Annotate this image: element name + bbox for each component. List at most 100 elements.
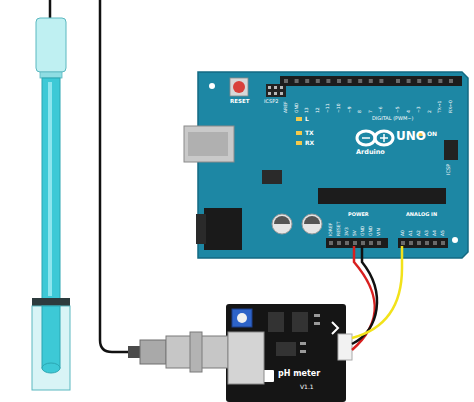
pin	[407, 79, 411, 83]
led	[296, 141, 302, 145]
section-label: ANALOG IN	[406, 212, 437, 217]
pin-label: 3V3	[345, 227, 350, 236]
led	[296, 117, 302, 121]
probe-tube	[42, 78, 60, 300]
analog-header	[398, 238, 448, 248]
pin	[417, 241, 421, 245]
pin-label: GND	[295, 103, 300, 113]
pin	[305, 79, 309, 83]
pin	[428, 79, 432, 83]
pin-label: 12	[316, 107, 321, 113]
pin-label: ~10	[337, 104, 342, 114]
pin	[438, 79, 442, 83]
pin-label: 4	[407, 110, 412, 113]
bnc-base	[228, 332, 264, 384]
led-label: RX	[305, 140, 314, 146]
brand-name: Arduino	[356, 149, 385, 156]
led-label: ON	[427, 131, 437, 137]
digital-header	[280, 76, 462, 86]
pin	[345, 241, 349, 245]
board-name: pH meter	[278, 370, 320, 378]
part-label: RESET	[230, 99, 249, 105]
bnc-nut	[190, 332, 202, 372]
logo-signs	[362, 134, 388, 142]
pin-label: A0	[401, 230, 406, 236]
part-label: ICSP2	[264, 99, 278, 104]
wire-connector	[338, 334, 352, 360]
probe-collar	[40, 72, 62, 78]
capacitor	[272, 214, 292, 234]
pin	[369, 79, 373, 83]
pin-label: A4	[433, 230, 438, 236]
pin-label: ~3	[417, 106, 422, 113]
icsp-header	[444, 140, 458, 160]
pin	[396, 79, 400, 83]
pin	[316, 79, 320, 83]
ic-chips	[268, 312, 308, 356]
reset-button	[230, 78, 248, 96]
board-version: V1.1	[300, 384, 314, 390]
pin	[379, 79, 383, 83]
probe-band	[32, 298, 70, 306]
pin	[358, 79, 362, 83]
pin-label: AREF	[284, 101, 289, 113]
pin-label: TX→1	[438, 101, 443, 113]
capacitor-mark	[304, 216, 320, 224]
probe-tip	[42, 306, 60, 368]
bnc-plug-body	[140, 340, 166, 364]
pin-label: GND	[369, 226, 374, 236]
pin	[353, 241, 357, 245]
pin	[337, 241, 341, 245]
board-mark	[332, 322, 338, 334]
power-jack	[204, 208, 242, 250]
pin-label: A2	[417, 230, 422, 236]
header-pins	[329, 241, 445, 245]
section-label: DIGITAL (PWM~)	[372, 116, 414, 121]
icsp2-pins	[268, 86, 283, 95]
pin-label: 2	[428, 110, 433, 113]
pin-label: ~11	[326, 104, 331, 114]
pin-label: A1	[409, 230, 414, 236]
capacitor	[302, 214, 322, 234]
mount-hole	[209, 83, 215, 89]
mount-hole	[452, 237, 458, 243]
model-name: UNO	[396, 130, 426, 142]
led-label: L	[305, 116, 309, 122]
pin-label: VIN	[377, 228, 382, 236]
pin-label: 5V	[353, 230, 358, 236]
led	[296, 131, 302, 135]
pin	[401, 241, 405, 245]
pin-label: GND	[361, 226, 366, 236]
probe-cable	[49, 0, 52, 20]
pin	[348, 79, 352, 83]
pin	[409, 241, 413, 245]
pin	[441, 241, 445, 245]
pin	[433, 241, 437, 245]
pin	[425, 241, 429, 245]
bnc-cable	[100, 0, 128, 352]
arduino-board	[198, 72, 468, 258]
pin-label: RX←0	[449, 100, 454, 113]
potentiometer	[232, 309, 252, 327]
probe-cap	[36, 18, 66, 72]
pin-label: IOREF	[329, 223, 334, 236]
usb-inner	[188, 132, 228, 156]
pin-label: A3	[425, 230, 430, 236]
part-label: ICSP	[446, 164, 451, 175]
ph-board	[226, 304, 346, 402]
capacitor-mark	[274, 216, 290, 224]
smd-parts	[300, 314, 320, 353]
pin-label: 7	[369, 110, 374, 113]
wire-yellow	[352, 246, 402, 338]
pin	[369, 241, 373, 245]
pin	[377, 241, 381, 245]
pin-label: 8	[358, 110, 363, 113]
pin-label: RESET	[337, 222, 342, 236]
pin-label: ~5	[396, 106, 401, 113]
regulator	[262, 170, 282, 184]
pin	[361, 241, 365, 245]
probe-cup	[32, 306, 70, 390]
pin	[329, 241, 333, 245]
